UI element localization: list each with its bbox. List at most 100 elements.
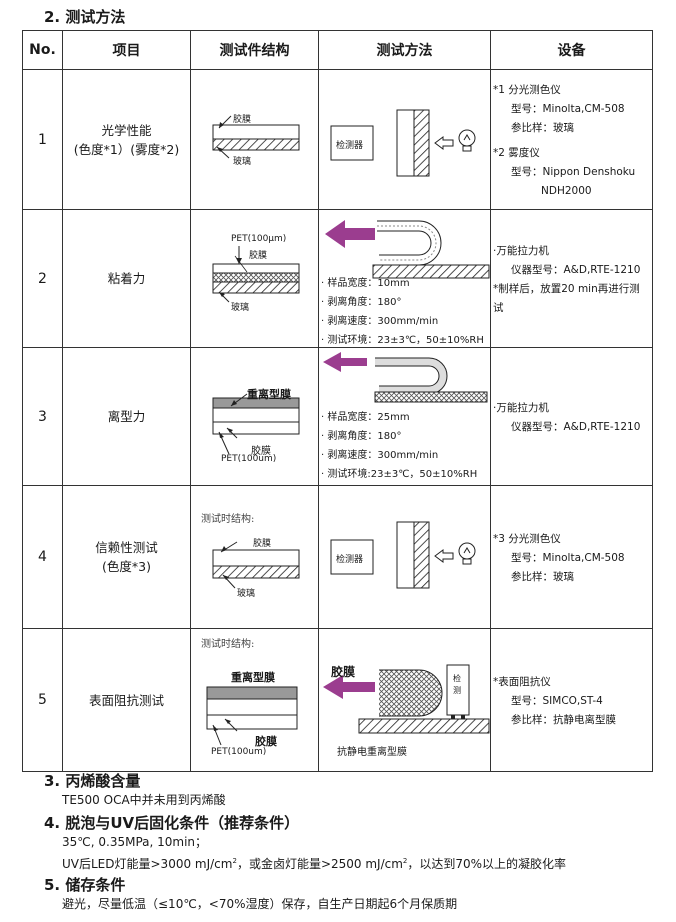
structure-diagram: 测试时结构: 重离型膜 胶膜 PET(100um) [190,628,319,772]
equipment-line: *1 分光测色仪 [493,83,561,96]
section-5-title: 5. 储存条件 [44,876,126,894]
item-name: 信赖性测试 [95,540,158,555]
header-method: 测试方法 [318,30,491,70]
release-film-structure-diagram [206,686,298,746]
table-row: 1 光学性能 (色度*1）(雾度*2) 胶膜 玻璃 [22,69,653,210]
detector-label: 检测器 [336,555,364,565]
row-number: 4 [22,485,63,629]
heavy-release-film-label: 重离型膜 [231,671,275,684]
method-diagram: · 样品宽度：10mm · 剥离角度：180° · 剥离速度：300mm/min… [318,209,491,350]
item-name: 光学性能 [101,122,152,138]
structure-diagram: 测试时结构: 胶膜 玻璃 [190,485,319,629]
section-5-text: 避光，尽量低温（≤10℃，<70%湿度）保存，自生产日期起6个月保质期 [62,897,458,911]
release-film-structure-diagram [212,393,300,455]
peel-parameters: · 样品宽度：10mm · 剥离角度：180° · 剥离速度：300mm/min… [321,274,484,350]
pet-label: PET(100um) [211,747,267,757]
method-diagram: 检测器 [318,69,491,210]
peel-parameters: · 样品宽度：25mm · 剥离角度：180° · 剥离速度：300mm/min… [321,408,477,484]
light-bulb-icon [458,129,476,152]
header-no: No. [22,30,63,70]
equipment-cell: ·万能拉力机 仪器型号：A&D,RTE-1210 *制样后，放置20 min再进… [490,209,653,348]
equipment-cell: *3 分光测色仪 型号：Minolta,CM-508 参比样：玻璃 [490,485,653,629]
param-line: · 剥离角度：180° [321,431,402,442]
equipment-line: *2 雾度仪 [493,146,540,159]
glue-label: 胶膜 [253,539,272,549]
row-number: 1 [22,69,63,210]
pull-arrow-icon [323,675,375,699]
glass-label: 玻璃 [237,589,256,599]
structure-diagram: 重离型膜 胶膜 PET(100um) [190,347,319,486]
equipment-cell: *1 分光测色仪 型号：Minolta,CM-508 参比样：玻璃 *2 雾度仪… [490,69,653,210]
equipment-line: ·万能拉力机 [493,401,549,414]
equipment-cell: ·万能拉力机 仪器型号：A&D,RTE-1210 [490,347,653,486]
param-line: · 样品宽度：25mm [321,412,410,423]
peel-test-diagram [325,220,490,279]
method-diagram: · 样品宽度：25mm · 剥离角度：180° · 剥离速度：300mm/min… [318,347,491,486]
probe-label-bottom: 测 [453,686,461,695]
structure-diagram: PET(100μm) 胶膜 玻璃 [190,209,319,348]
detector-label: 检测器 [336,141,364,151]
section-4-line-2: UV后LED灯能量>3000 mJ/cm2，或金卤灯能量>2500 mJ/cm2… [62,857,567,871]
equipment-line: *制样后，放置20 min再进行测试 [493,282,640,314]
section-2-title: 2. 测试方法 [44,8,126,26]
equipment-line: 型号：Minolta,CM-508 [511,102,625,115]
glue-label: 胶膜 [331,665,356,679]
equipment-line: 参比样：玻璃 [511,121,574,134]
table-row: 5 表面阻抗测试 测试时结构: 重离型膜 胶膜 PET(100um) [22,628,653,772]
glass-glue-structure-diagram [212,115,300,159]
item-cell: 粘着力 [62,209,191,348]
pull-arrow-icon [323,352,367,372]
glue-label: 胶膜 [233,115,252,125]
row-number: 5 [22,628,63,772]
equipment-line: 仪器型号：A&D,RTE-1210 [511,263,641,276]
param-line: · 样品宽度：10mm [321,278,410,289]
item-subtitle: (色度*1）(雾度*2) [73,141,180,157]
pet-label: PET(100μm) [231,234,287,244]
section-3: 3. 丙烯酸含量 TE500 OCA中并未用到丙烯酸 [44,770,226,810]
test-method-table: No. 项目 测试件结构 测试方法 设备 1 光学性能 (色度*1）(雾度*2)… [22,30,653,772]
equipment-line: *表面阻抗仪 [493,675,551,688]
section-5: 5. 储存条件 避光，尽量低温（≤10℃，<70%湿度）保存，自生产日期起6个月… [44,874,457,914]
header-equipment: 设备 [490,30,653,70]
header-structure: 测试件结构 [190,30,319,70]
item-name: 粘着力 [107,271,146,286]
structure-caption: 测试时结构: [201,514,255,525]
equipment-line: *3 分光测色仪 [493,532,561,545]
item-cell: 信赖性测试 (色度*3) [62,485,191,629]
glue-label: 胶膜 [255,735,277,748]
item-cell: 表面阻抗测试 [62,628,191,772]
item-cell: 离型力 [62,347,191,486]
table-row: 3 离型力 重离型膜 胶膜 PET(100um) [22,347,653,486]
pet-glue-glass-structure-diagram [212,246,300,303]
release-peel-diagram [323,352,488,403]
param-line: · 剥离速度：300mm/min [321,316,439,327]
header-item: 项目 [62,30,191,70]
glass-label: 玻璃 [233,157,252,167]
probe-label-top: 检 [453,674,461,683]
equipment-line: 参比样：玻璃 [511,570,574,583]
section-4-title: 4. 脱泡与UV后固化条件（推荐条件） [44,814,300,832]
equipment-line: 型号：Minolta,CM-508 [511,551,625,564]
row-number: 3 [22,347,63,486]
glue-label: 胶膜 [249,251,268,261]
structure-caption: 测试时结构: [201,639,255,650]
item-subtitle: (色度*3) [102,559,151,574]
equipment-line: 参比样：抗静电离型膜 [511,713,616,726]
item-name: 表面阻抗测试 [88,692,164,708]
section-4-line-1: 35℃, 0.35MPa, 10min； [62,835,208,849]
surface-resistance-test-diagram [323,664,490,734]
param-line: · 剥离速度：300mm/min [321,450,439,461]
equipment-line: 型号：Nippon Denshoku [511,165,636,178]
glue-label: 胶膜 [251,446,271,457]
light-bulb-icon [458,542,476,565]
optical-test-setup-diagram [330,109,476,177]
section-3-title: 3. 丙烯酸含量 [44,772,141,790]
param-line: · 剥离角度：180° [321,297,402,308]
table-row: 4 信赖性测试 (色度*3) 测试时结构: 胶膜 玻璃 [22,485,653,629]
pet-label: PET(100um) [221,454,277,464]
method-diagram: 胶膜 检 测 抗静电重离型膜 [318,628,491,772]
item-name: 离型力 [107,409,146,424]
section-4: 4. 脱泡与UV后固化条件（推荐条件） 35℃, 0.35MPa, 10min；… [44,812,566,874]
equipment-line: 仪器型号：A&D,RTE-1210 [511,420,641,433]
glass-glue-structure-diagram [212,541,300,589]
